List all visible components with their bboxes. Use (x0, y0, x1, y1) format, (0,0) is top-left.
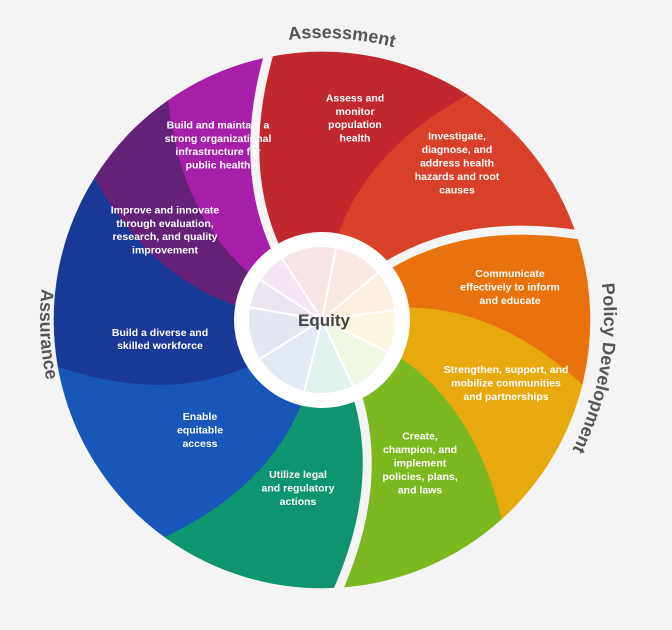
service-label-build-workforce: Build a diverse and (112, 327, 208, 339)
service-label-create: policies, plans, (382, 471, 457, 483)
service-label-improve: improvement (132, 245, 198, 257)
service-label-create: champion, and (383, 444, 457, 456)
service-label-communicate: and educate (479, 295, 540, 307)
center-label: Equity (298, 311, 350, 330)
service-label-strengthen: and partnerships (463, 391, 548, 403)
service-label-build-infrastructure: Build and maintain a (167, 119, 270, 131)
service-label-build-infrastructure: infrastructure for (175, 146, 260, 158)
service-label-strengthen: mobilize communities (451, 378, 561, 390)
service-label-investigate: causes (439, 184, 475, 196)
service-label-utilize: actions (280, 496, 317, 508)
service-label-assess: monitor (335, 106, 374, 118)
service-label-communicate: effectively to inform (460, 282, 560, 294)
service-label-enable: access (182, 438, 217, 450)
pinwheel-slice-build-infrastructure (258, 256, 323, 321)
service-label-build-workforce: skilled workforce (117, 340, 203, 352)
service-label-improve: through evaluation, (116, 218, 214, 230)
service-label-improve: Improve and innovate (111, 204, 220, 216)
center-pinwheel (247, 245, 397, 395)
service-label-investigate: address health (420, 158, 494, 170)
group-divider-3 (331, 391, 372, 599)
service-label-assess: Assess and (326, 92, 384, 104)
service-label-assess: health (340, 133, 371, 145)
service-label-communicate: Communicate (475, 268, 545, 280)
service-label-enable: equitable (177, 425, 223, 437)
service-label-investigate: diagnose, and (422, 144, 493, 156)
service-label-investigate: Investigate, (428, 131, 486, 143)
group-label-text-assessment: Assessment (287, 22, 398, 51)
group-divider-1 (250, 46, 281, 255)
service-label-assess: population (328, 119, 382, 131)
service-label-utilize: and regulatory (262, 483, 335, 495)
service-label-build-infrastructure: strong organizational (165, 133, 272, 145)
group-divider-2 (381, 225, 588, 271)
service-label-strengthen: Strengthen, support, and (444, 364, 569, 376)
service-label-investigate: hazards and root (415, 171, 500, 183)
service-label-create: Create, (402, 431, 438, 443)
service-label-improve: research, and quality (112, 231, 217, 243)
service-label-create: implement (394, 458, 447, 470)
service-label-utilize: Utilize legal (269, 469, 327, 481)
service-label-enable: Enable (183, 411, 218, 423)
service-label-create: and laws (398, 484, 443, 496)
service-label-build-infrastructure: public health (186, 160, 251, 172)
group-label-assessment: Assessment (287, 22, 398, 51)
